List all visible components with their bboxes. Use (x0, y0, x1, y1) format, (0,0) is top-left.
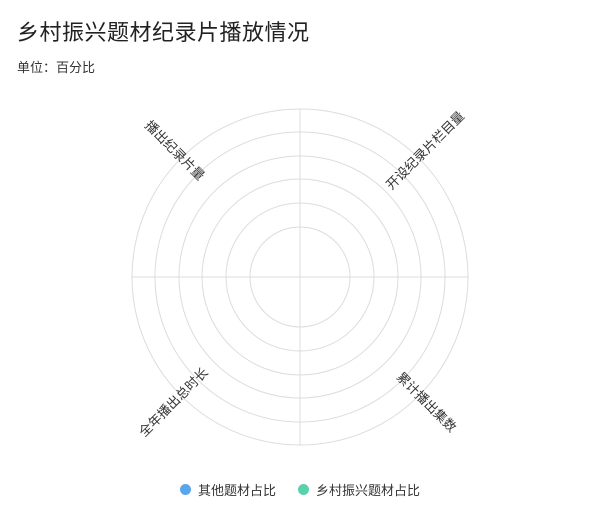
legend-item-other[interactable]: 其他题材占比 (179, 480, 276, 499)
indicator-label-4: 全年播出总时长 (136, 365, 212, 441)
legend-dot-rural (298, 484, 309, 495)
radar-grid (131, 108, 469, 446)
chart-subtitle: 单位：百分比 (17, 61, 96, 76)
chart-title: 乡村振兴题材纪录片播放情况 (17, 21, 310, 46)
legend-label-other: 其他题材占比 (197, 484, 276, 499)
chart-legend: 其他题材占比 乡村振兴题材占比 (0, 480, 600, 499)
indicator-label-2: 开设纪录片栏目量 (384, 109, 468, 193)
legend-dot-other (179, 484, 191, 495)
legend-label-rural: 乡村振兴题材占比 (316, 484, 421, 499)
legend-item-rural[interactable]: 乡村振兴题材占比 (298, 480, 420, 499)
indicator-label-3: 累计播出集数 (393, 369, 459, 435)
indicator-label-1: 播出纪录片量 (141, 118, 207, 184)
